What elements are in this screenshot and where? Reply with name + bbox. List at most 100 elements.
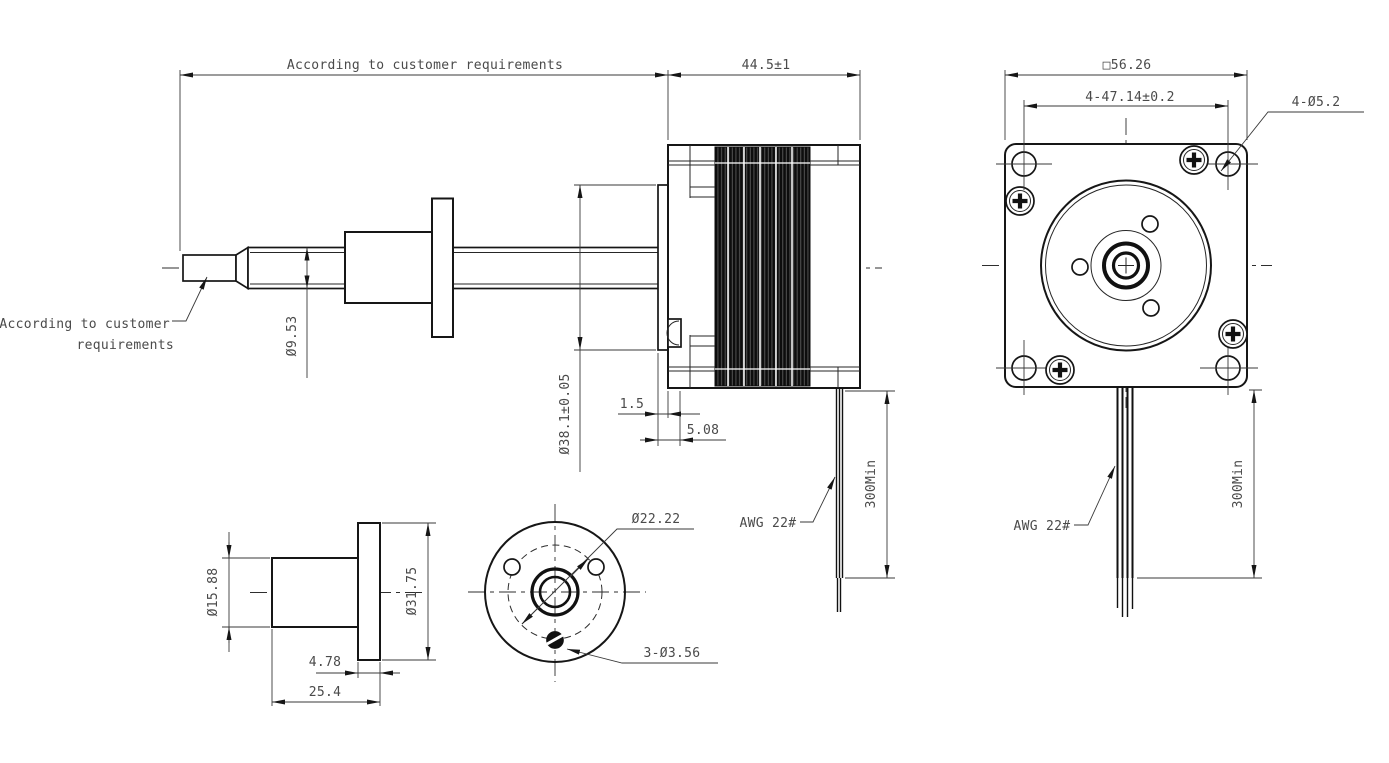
leader-line <box>1220 111 1364 172</box>
face-hole-2 <box>1071 258 1089 276</box>
mount-hole-dia-text: 4-Ø5.2 <box>1292 95 1341 110</box>
arrow-lower-left <box>521 605 541 625</box>
note-leader <box>172 276 208 322</box>
screw-bl <box>1045 355 1075 385</box>
flange-hole-1 <box>503 558 521 576</box>
nut-side-view: Ø15.88 Ø31.75 4.78 25.4 <box>206 522 436 706</box>
wire-leader <box>1074 465 1116 526</box>
flange-hole-3-sectioned <box>546 631 564 649</box>
hub-circle <box>530 567 580 617</box>
extension-lines <box>1023 100 1229 190</box>
dim-pilot-diameter: Ø38.1±0.05 <box>558 184 656 472</box>
screw-tr <box>1179 145 1209 175</box>
nut-front-view: Ø22.22 3-Ø3.56 <box>468 504 718 682</box>
flange-dia-text: Ø31.75 <box>405 567 420 616</box>
motor-body <box>657 144 861 389</box>
shaft-tip <box>182 254 237 282</box>
lamination-stack <box>714 146 811 387</box>
side-view: According to customer requirements 44.5±… <box>0 58 895 612</box>
boss-height-text: 1.5 <box>620 397 644 412</box>
face-hole-3 <box>1142 299 1160 317</box>
hole-spacing-text: 4-47.14±0.2 <box>1085 90 1174 105</box>
extension-lines <box>179 70 861 251</box>
nut-length-text: 25.4 <box>309 685 342 700</box>
endcap-step-lines <box>668 160 860 372</box>
wire-annotation-side: AWG 22# 300Min <box>740 390 895 579</box>
wire-bundle <box>835 388 844 578</box>
nut-body <box>271 557 359 628</box>
shaft-hub-circle <box>1102 241 1150 290</box>
dim-nut-length: 25.4 <box>271 629 380 706</box>
wire-bundle <box>1116 387 1134 578</box>
front-view: □56.26 4-47.14±0.2 4-Ø5.2 AWG 22# 300Min <box>982 58 1364 617</box>
screw-br <box>1218 319 1248 349</box>
pilot-diameter-text: Ø38.1±0.05 <box>558 373 573 454</box>
dim-flange-thickness: 4.78 <box>309 655 400 706</box>
lamination-gaps <box>727 147 793 386</box>
extension-lines <box>574 184 656 351</box>
wire-leader <box>800 476 836 523</box>
pilot-and-hub <box>1040 179 1212 352</box>
shaft-end-note: According to customer requirements <box>0 276 208 353</box>
retaining-clip <box>667 318 682 348</box>
pilot-boss <box>657 184 669 351</box>
dim-bolt-circle: Ø22.22 <box>521 512 694 625</box>
wire-gauge-text: AWG 22# <box>740 516 797 531</box>
nut-body-dia-text: Ø15.88 <box>206 568 221 617</box>
extension-lines <box>1004 70 1248 140</box>
leader-and-dim-line <box>521 528 694 625</box>
shaft-diameter-text: Ø9.53 <box>285 316 300 357</box>
cover-screws <box>1005 145 1248 385</box>
retaining-clip-arc <box>666 320 680 346</box>
nut-face-centerlines <box>468 504 646 682</box>
flange-outline-circle <box>484 521 626 663</box>
bearing-retainer-circle <box>1090 230 1162 301</box>
wire-ends <box>836 578 842 612</box>
flange-nut-body <box>344 231 433 304</box>
small-holes-text: 3-Ø3.56 <box>644 646 701 661</box>
wire-length-text: 300Min <box>1231 460 1246 509</box>
stack-band-gaps <box>715 162 810 370</box>
thread-lines-front <box>250 252 345 285</box>
shaft-taper <box>235 245 249 291</box>
lead-wires-side <box>835 388 844 612</box>
threaded-section-front <box>247 246 346 290</box>
dim-flange-dia: Ø31.75 <box>382 522 436 661</box>
bolt-circle-text: Ø22.22 <box>632 512 681 527</box>
face-hole-1 <box>1141 215 1159 233</box>
shaft-note-line2: requirements <box>76 338 174 353</box>
leader-line <box>566 648 718 664</box>
dim-hole-spacing: 4-47.14±0.2 <box>1023 90 1229 190</box>
dim-nut-body-dia: Ø15.88 <box>206 532 270 652</box>
wire-length-text: 300Min <box>864 460 879 509</box>
dim-overall-length: According to customer requirements 44.5±… <box>179 58 861 251</box>
endcap-corner-steps <box>689 145 839 388</box>
screw-tl <box>1005 186 1035 216</box>
boss-depth-text: 5.08 <box>687 423 720 438</box>
flange-thickness-text: 4.78 <box>309 655 342 670</box>
flange-hole-2 <box>587 558 605 576</box>
dim-custom-length-text: According to customer requirements <box>287 58 563 73</box>
center-mark <box>1118 257 1134 274</box>
pilot-inner-circle <box>1045 184 1207 347</box>
bore-circle <box>538 575 572 609</box>
body-size-text: □56.26 <box>1103 58 1152 73</box>
dim-motor-length-text: 44.5±1 <box>742 58 791 73</box>
shaft-note-line1: According to customer <box>0 317 170 332</box>
leader-mount-hole-dia: 4-Ø5.2 <box>1220 95 1364 172</box>
wire-ends <box>1116 578 1134 617</box>
threaded-section-rear <box>452 246 661 290</box>
pilot-boss-circle <box>1040 179 1212 352</box>
arrow-upper-right <box>569 558 589 578</box>
leader-small-holes: 3-Ø3.56 <box>566 646 718 664</box>
lead-wires-front: AWG 22# 300Min <box>1014 387 1262 617</box>
dim-shaft-diameter: Ø9.53 <box>285 247 310 378</box>
nut-flange <box>357 522 381 661</box>
thread-lines-rear <box>453 252 658 285</box>
wire-gauge-text: AWG 22# <box>1014 519 1071 534</box>
dim-body-size: □56.26 <box>1004 58 1248 140</box>
extension-lines <box>357 662 381 706</box>
flange-nut-disc <box>431 197 454 338</box>
